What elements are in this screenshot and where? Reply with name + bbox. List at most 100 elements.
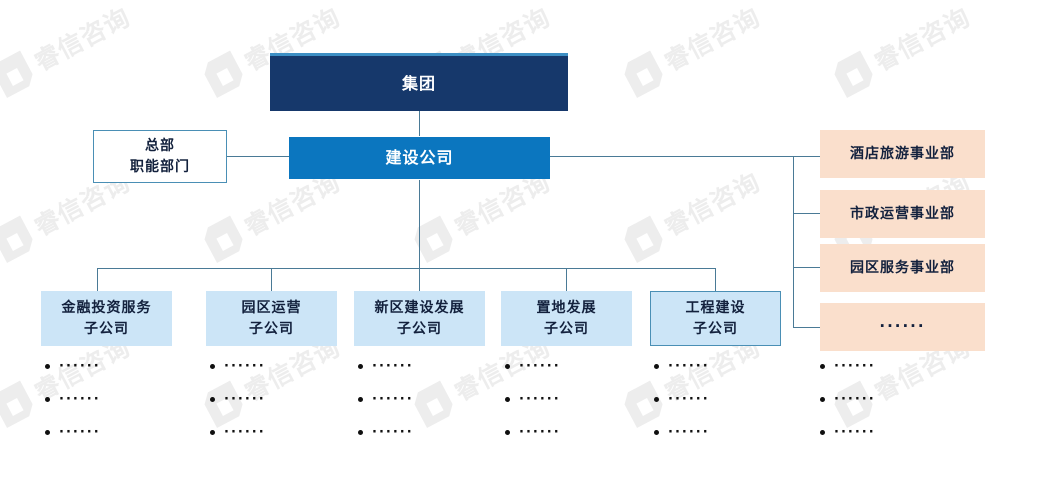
connector-company-to-divisions bbox=[550, 156, 828, 157]
watermark-logo-icon bbox=[200, 50, 247, 98]
list-item: ······ bbox=[654, 416, 804, 449]
bullet-dot-icon bbox=[358, 397, 363, 402]
connector-subsidiary-bus bbox=[97, 268, 715, 269]
watermark-tile: 睿信咨询 bbox=[830, 0, 976, 98]
bullet-dot-icon bbox=[210, 397, 215, 402]
node-division-hotel-tourism[interactable]: 酒店旅游事业部 bbox=[820, 130, 985, 178]
node-headquarters-line1: 总部 bbox=[145, 138, 175, 155]
bullet-dot-icon bbox=[820, 430, 825, 435]
watermark-logo-icon bbox=[830, 50, 877, 98]
bullet-dot-icon bbox=[505, 364, 510, 369]
bullet-dot-icon bbox=[654, 430, 659, 435]
bullet-dot-icon bbox=[210, 430, 215, 435]
bullet-text: ······ bbox=[59, 425, 101, 440]
bullet-list-engineering-construction: ······ ······ ······ bbox=[654, 350, 804, 449]
bullet-dot-icon bbox=[45, 430, 50, 435]
node-division-municipal-operations[interactable]: 市政运营事业部 bbox=[820, 190, 985, 238]
watermark-text: 睿信咨询 bbox=[659, 167, 765, 242]
watermark-logo-icon bbox=[200, 215, 247, 263]
bullet-dot-icon bbox=[505, 397, 510, 402]
connector-company-down bbox=[419, 180, 420, 268]
list-item: ······ bbox=[210, 350, 360, 383]
connector-to-subsidiary-3 bbox=[419, 268, 420, 291]
node-subsidiary-land-development[interactable]: 置地发展 子公司 bbox=[501, 291, 632, 346]
bullet-text: ······ bbox=[224, 359, 266, 374]
bullet-text: ······ bbox=[834, 392, 876, 407]
bullet-text: ······ bbox=[372, 359, 414, 374]
node-subsidiary-line2: 子公司 bbox=[693, 320, 738, 337]
bullet-dot-icon bbox=[358, 364, 363, 369]
node-subsidiary-line1: 园区运营 bbox=[241, 300, 302, 317]
connector-to-subsidiary-5 bbox=[715, 268, 716, 291]
bullet-text: ······ bbox=[519, 425, 561, 440]
bullet-list-divisions: ······ ······ ······ bbox=[820, 350, 970, 449]
list-item: ······ bbox=[210, 383, 360, 416]
bullet-dot-icon bbox=[820, 364, 825, 369]
bullet-list-financial-investment: ······ ······ ······ bbox=[45, 350, 195, 449]
node-subsidiary-line2: 子公司 bbox=[544, 320, 589, 337]
watermark-logo-icon bbox=[0, 50, 37, 98]
connector-to-subsidiary-1 bbox=[97, 268, 98, 291]
list-item: ······ bbox=[45, 350, 195, 383]
node-construction-company[interactable]: 建设公司 bbox=[289, 137, 550, 179]
list-item: ······ bbox=[358, 350, 508, 383]
bullet-text: ······ bbox=[834, 359, 876, 374]
watermark-logo-icon bbox=[0, 380, 37, 428]
list-item: ······ bbox=[820, 416, 970, 449]
bullet-text: ······ bbox=[224, 392, 266, 407]
watermark-tile: 睿信咨询 bbox=[620, 0, 766, 98]
watermark-tile: 睿信咨询 bbox=[620, 163, 766, 263]
node-construction-company-label: 建设公司 bbox=[385, 148, 454, 168]
bullet-dot-icon bbox=[654, 364, 659, 369]
node-group[interactable]: 集团 bbox=[270, 53, 568, 111]
node-division-more[interactable]: ······ bbox=[820, 303, 985, 351]
connector-to-subsidiary-4 bbox=[566, 268, 567, 291]
list-item: ······ bbox=[505, 350, 655, 383]
list-item: ······ bbox=[654, 350, 804, 383]
bullet-text: ······ bbox=[668, 425, 710, 440]
node-subsidiary-line1: 新区建设发展 bbox=[374, 300, 465, 317]
bullet-text: ······ bbox=[59, 392, 101, 407]
node-subsidiary-line2: 子公司 bbox=[397, 320, 442, 337]
bullet-list-new-district-development: ······ ······ ······ bbox=[358, 350, 508, 449]
bullet-dot-icon bbox=[45, 364, 50, 369]
node-division-label: 酒店旅游事业部 bbox=[850, 145, 955, 162]
node-subsidiary-new-district-development[interactable]: 新区建设发展 子公司 bbox=[354, 291, 485, 346]
node-division-label: 市政运营事业部 bbox=[850, 205, 955, 222]
list-item: ······ bbox=[505, 416, 655, 449]
watermark-text: 睿信咨询 bbox=[29, 2, 135, 77]
bullet-list-park-operations: ······ ······ ······ bbox=[210, 350, 360, 449]
node-subsidiary-line2: 子公司 bbox=[84, 320, 129, 337]
connector-division-trunk bbox=[793, 156, 794, 327]
node-subsidiary-financial-investment[interactable]: 金融投资服务 子公司 bbox=[41, 291, 172, 346]
list-item: ······ bbox=[358, 416, 508, 449]
watermark-tile: 睿信咨询 bbox=[0, 0, 136, 98]
bullet-dot-icon bbox=[505, 430, 510, 435]
node-division-label: 园区服务事业部 bbox=[850, 259, 955, 276]
list-item: ······ bbox=[820, 383, 970, 416]
node-subsidiary-park-operations[interactable]: 园区运营 子公司 bbox=[206, 291, 337, 346]
bullet-text: ······ bbox=[519, 392, 561, 407]
list-item: ······ bbox=[358, 383, 508, 416]
node-division-park-services[interactable]: 园区服务事业部 bbox=[820, 244, 985, 292]
node-headquarters-functions[interactable]: 总部 职能部门 bbox=[93, 130, 227, 183]
watermark-logo-icon bbox=[620, 50, 667, 98]
bullet-dot-icon bbox=[45, 397, 50, 402]
watermark-logo-icon bbox=[410, 215, 457, 263]
watermark-logo-icon bbox=[0, 215, 37, 263]
node-group-label: 集团 bbox=[401, 73, 436, 93]
connector-to-subsidiary-2 bbox=[271, 268, 272, 291]
bullet-list-land-development: ······ ······ ······ bbox=[505, 350, 655, 449]
bullet-text: ······ bbox=[668, 392, 710, 407]
bullet-text: ······ bbox=[372, 392, 414, 407]
node-subsidiary-line1: 置地发展 bbox=[536, 300, 597, 317]
list-item: ······ bbox=[505, 383, 655, 416]
node-division-label: ······ bbox=[879, 317, 926, 336]
node-headquarters-line2: 职能部门 bbox=[130, 158, 190, 175]
bullet-text: ······ bbox=[668, 359, 710, 374]
bullet-dot-icon bbox=[210, 364, 215, 369]
watermark-text: 睿信咨询 bbox=[659, 2, 765, 77]
node-subsidiary-engineering-construction[interactable]: 工程建设 子公司 bbox=[650, 291, 781, 346]
watermark-text: 睿信咨询 bbox=[869, 2, 975, 77]
